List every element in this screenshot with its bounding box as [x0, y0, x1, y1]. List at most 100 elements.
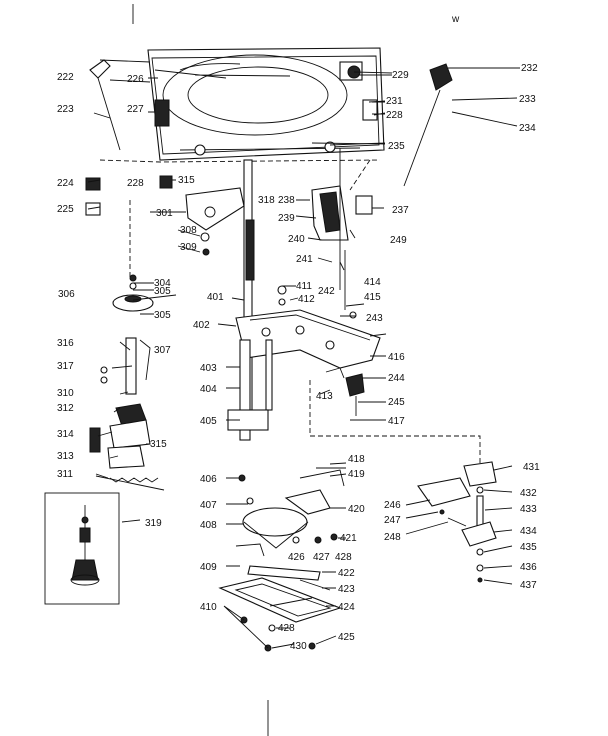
label-425: 425: [338, 632, 355, 643]
part-434: [461, 521, 497, 547]
label-225: 225: [57, 204, 74, 215]
label-420: 420: [348, 504, 365, 515]
label-308: 308: [180, 225, 197, 236]
label-243: 243: [366, 313, 383, 324]
part-426: [292, 536, 300, 544]
part-428-lower: [268, 624, 276, 632]
part-244: [345, 373, 365, 397]
label-242: 242: [318, 286, 335, 297]
label-229: 229: [392, 70, 409, 81]
part-413: [325, 367, 345, 379]
label-409: 409: [200, 562, 217, 573]
part-314: [89, 427, 101, 453]
label-416: 416: [388, 352, 405, 363]
label-315a: 315: [178, 175, 195, 186]
part-412: [278, 298, 286, 306]
part-436: [476, 564, 484, 572]
label-433: 433: [520, 504, 537, 515]
label-413: 413: [316, 391, 333, 402]
label-405: 405: [200, 416, 217, 427]
part-246: [417, 477, 471, 507]
part-431: [463, 461, 497, 487]
label-428b: 428: [278, 623, 295, 634]
label-406: 406: [200, 474, 217, 485]
label-227: 227: [127, 104, 144, 115]
label-223: 223: [57, 104, 74, 115]
label-232: 232: [521, 63, 538, 74]
label-315b: 315: [150, 439, 167, 450]
part-232: [403, 63, 453, 187]
label-410: 410: [200, 602, 217, 613]
label-403: 403: [200, 363, 217, 374]
frame-424: [218, 577, 342, 623]
label-248: 248: [384, 532, 401, 543]
label-412: 412: [298, 294, 315, 305]
label-436: 436: [520, 562, 537, 573]
label-233: 233: [519, 94, 536, 105]
part-304: [129, 274, 137, 282]
label-423: 423: [338, 584, 355, 595]
part-407: [246, 497, 254, 505]
label-318: 318: [258, 195, 275, 206]
label-408: 408: [200, 520, 217, 531]
label-304: 304: [154, 278, 171, 289]
label-310: 310: [57, 388, 74, 399]
label-417: 417: [388, 416, 405, 427]
part-421: [330, 533, 338, 541]
label-314: 314: [57, 429, 74, 440]
label-437: 437: [520, 580, 537, 591]
label-307: 307: [154, 345, 171, 356]
label-245: 245: [388, 397, 405, 408]
part-437: [477, 577, 483, 583]
label-311: 311: [57, 469, 73, 480]
part-432: [476, 486, 484, 494]
label-319: 319: [145, 518, 162, 529]
label-231: 231: [386, 96, 403, 107]
part-228: [159, 175, 173, 189]
part-422: [247, 565, 321, 581]
label-249: 249: [390, 235, 407, 246]
label-430: 430: [290, 641, 307, 652]
plate-408: [242, 467, 346, 549]
label-239: 239: [278, 213, 295, 224]
part-311: [95, 475, 165, 491]
part-317: [100, 366, 108, 374]
part-409: [235, 543, 265, 557]
label-224: 224: [57, 178, 74, 189]
label-237: 237: [392, 205, 409, 216]
label-426: 426: [288, 552, 305, 563]
label-240: 240: [288, 234, 305, 245]
label-427: 427: [313, 552, 330, 563]
label-247: 247: [384, 515, 401, 526]
label-407: 407: [200, 500, 217, 511]
label-424: 424: [338, 602, 355, 613]
part-222: [89, 59, 121, 151]
label-222: 222: [57, 72, 74, 83]
part-305: [129, 282, 137, 290]
part-313: [107, 445, 145, 469]
label-244: 244: [388, 373, 405, 384]
guide-line: [99, 159, 381, 191]
label-421: 421: [340, 533, 357, 544]
part-225: [85, 202, 101, 216]
label-246: 246: [384, 500, 401, 511]
part-307: [139, 339, 151, 381]
label-404: 404: [200, 384, 217, 395]
part-224: [85, 177, 101, 191]
part-238: [311, 185, 349, 241]
label-316: 316: [57, 338, 74, 349]
label-401: 401: [207, 292, 224, 303]
label-241: 241: [296, 254, 313, 265]
label-422: 422: [338, 568, 355, 579]
label-235: 235: [388, 141, 405, 152]
label-431: 431: [523, 462, 540, 473]
label-435: 435: [520, 542, 537, 553]
label-317: 317: [57, 361, 74, 372]
label-305b: 305: [154, 310, 171, 321]
label-419: 419: [348, 469, 365, 480]
label-226: 226: [127, 74, 144, 85]
part-425: [308, 642, 316, 650]
part-419: [299, 469, 345, 487]
chassis-403: [235, 309, 381, 441]
